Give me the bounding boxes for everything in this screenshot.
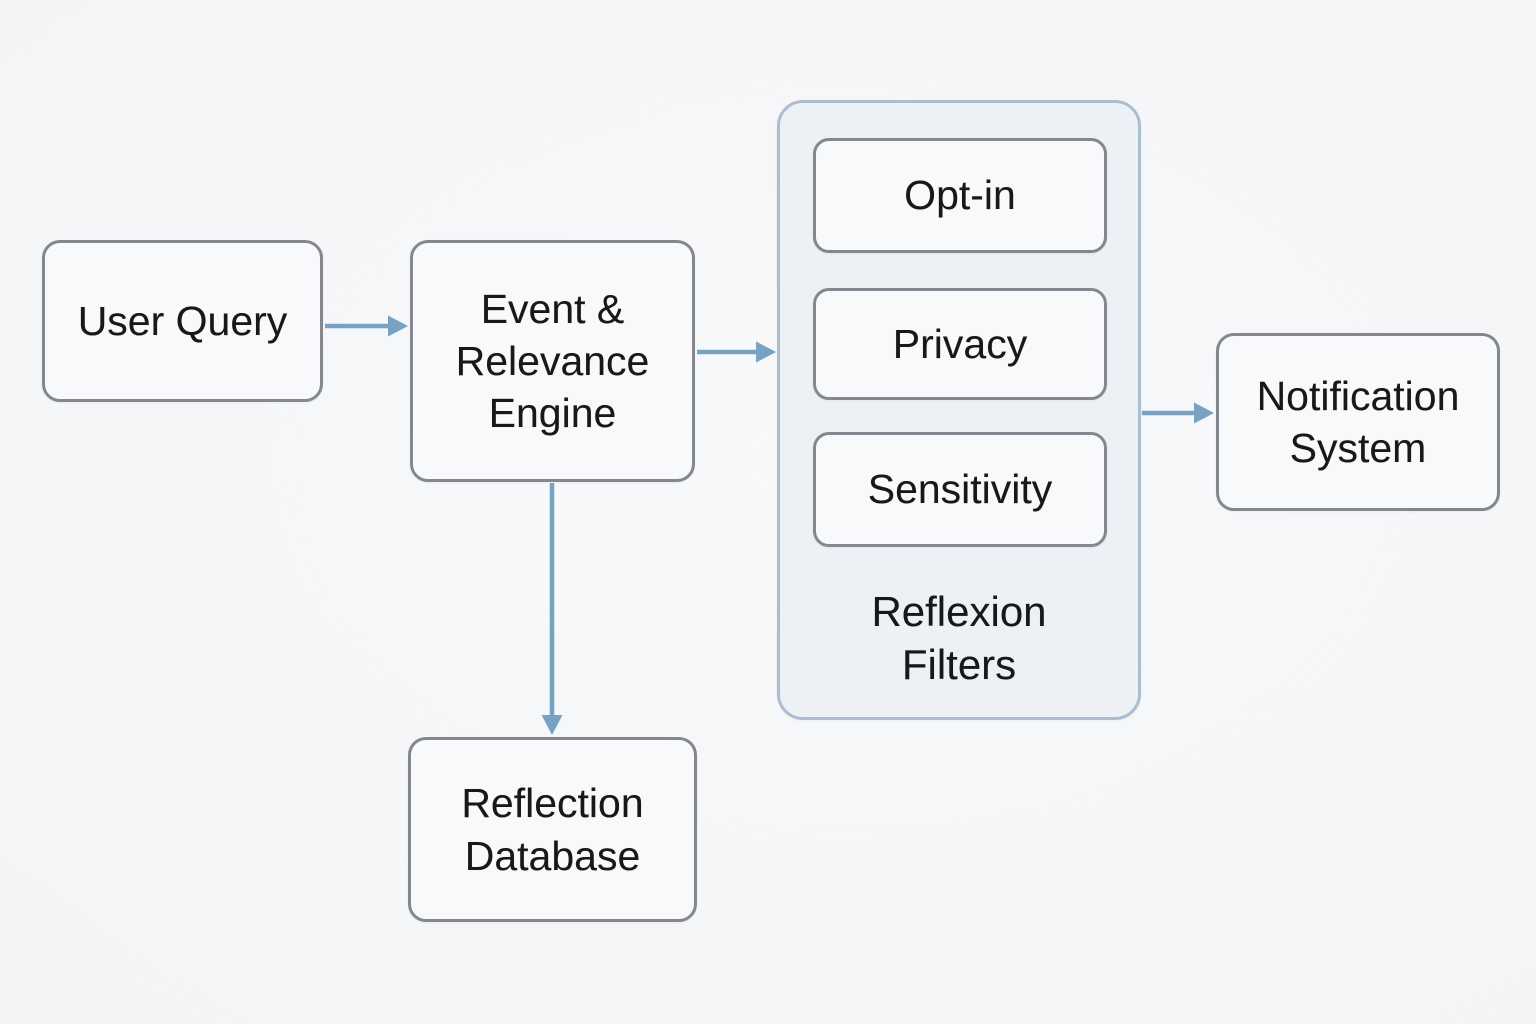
node-event-relevance-engine: Event & Relevance Engine [410,240,695,482]
node-notification-system-label: Notification System [1256,372,1460,471]
node-opt-in-label: Opt-in [904,172,1016,219]
node-opt-in: Opt-in [813,138,1107,253]
arrow-user-query-to-engine [325,315,408,337]
arrow-engine-to-filters [697,341,776,363]
node-event-relevance-engine-label: Event & Relevance Engine [455,285,650,437]
node-privacy-label: Privacy [892,320,1028,367]
node-user-query-label: User Query [77,297,288,344]
node-user-query: User Query [42,240,323,402]
node-sensitivity-label: Sensitivity [867,466,1053,513]
arrow-engine-to-database [541,483,563,735]
node-sensitivity: Sensitivity [813,432,1107,547]
group-reflexion-filters-label: Reflexion Filters [871,588,1047,688]
node-reflection-database-label: Reflection Database [461,780,644,879]
node-reflection-database: Reflection Database [408,737,697,922]
node-notification-system: Notification System [1216,333,1500,511]
arrow-filters-to-notification [1142,402,1214,424]
group-reflexion-filters: Opt-in Privacy Sensitivity Reflexion Fil… [777,100,1141,720]
node-privacy: Privacy [813,288,1107,400]
